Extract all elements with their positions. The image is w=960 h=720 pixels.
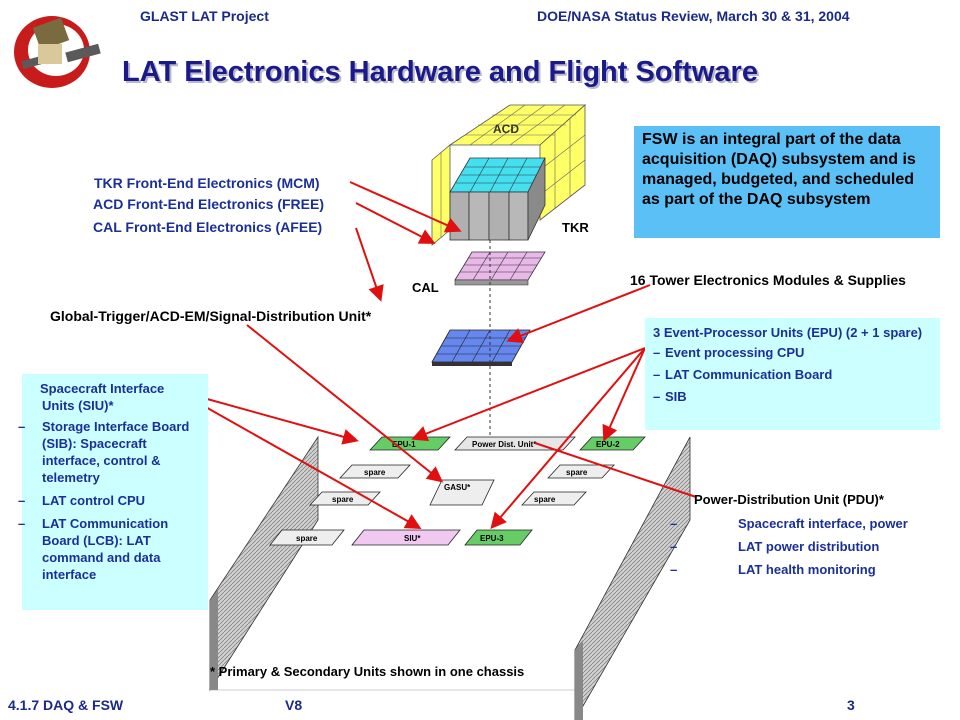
pdu-item: –LAT power distribution [670,539,880,554]
fsw-note-box: FSW is an integral part of the data acqu… [634,126,940,238]
tkr-fee-label: TKR Front-End Electronics (MCM) [94,175,320,191]
board-siu: SIU* [404,534,421,543]
footer-section: 4.1.7 DAQ & FSW [8,697,124,713]
board-pdu: Power Dist. Unit* [472,440,537,449]
siu-item: –LAT control CPU [18,493,146,508]
board-epu1: EPU-1 [392,440,416,449]
board-epu3: EPU-3 [480,534,504,543]
review-name: DOE/NASA Status Review, March 30 & 31, 2… [537,8,850,24]
acd-fee-label: ACD Front-End Electronics (FREE) [93,196,325,212]
board-gasu: GASU* [444,483,471,492]
siu-item: –Storage Interface Board (SIB): Spacecra… [18,419,190,485]
arrows [187,181,697,530]
epu-box: 3 Event-Processor Units (EPU) (2 + 1 spa… [645,318,940,430]
pdu-item: –LAT health monitoring [670,562,876,577]
epu-item: –SIB [653,389,687,404]
slide-title: LAT Electronics Hardware and Flight Soft… [122,56,758,88]
glast-logo [14,16,101,88]
epu-item: –Event processing CPU [653,345,805,360]
gasu-label: Global-Trigger/ACD-EM/Signal-Distributio… [50,308,372,324]
siu-box: Spacecraft Interface Units (SIU)* –Stora… [18,374,208,610]
tem-grid [431,329,531,366]
cal-modules [454,251,546,286]
siu-box-title: Spacecraft Interface Units (SIU)* [40,381,165,413]
footnote: * Primary & Secondary Units shown in one… [210,664,525,679]
tem-label: 16 Tower Electronics Modules & Supplies [630,272,906,288]
board-spare-a: spare [364,468,386,477]
chassis [209,435,691,720]
board-spare-b: spare [566,468,588,477]
pdu-item: –Spacecraft interface, power [670,516,908,531]
pdu-box: Power-Distribution Unit (PDU)* –Spacecra… [670,491,944,578]
board-spare-e: spare [296,534,318,543]
pdu-box-title: Power-Distribution Unit (PDU)* [694,492,884,507]
board-spare-d: spare [534,495,556,504]
epu-box-title: 3 Event-Processor Units (EPU) (2 + 1 spa… [653,325,923,340]
board-spare-c: spare [332,495,354,504]
cal-fee-label: CAL Front-End Electronics (AFEE) [93,219,323,235]
cal-label: CAL [412,280,439,295]
tkr-towers [449,157,546,241]
siu-item: –LAT Communication Board (LCB): LAT comm… [18,516,169,582]
project-name: GLAST LAT Project [140,8,269,24]
boards: EPU-1 Power Dist. Unit* EPU-2 spare spar… [269,436,646,546]
epu-item: –LAT Communication Board [653,367,833,382]
footer-page-number: 3 [847,697,855,713]
acd-label: ACD [493,122,519,136]
tkr-label: TKR [562,220,589,235]
footer-version: V8 [285,697,303,713]
board-epu2: EPU-2 [596,440,620,449]
